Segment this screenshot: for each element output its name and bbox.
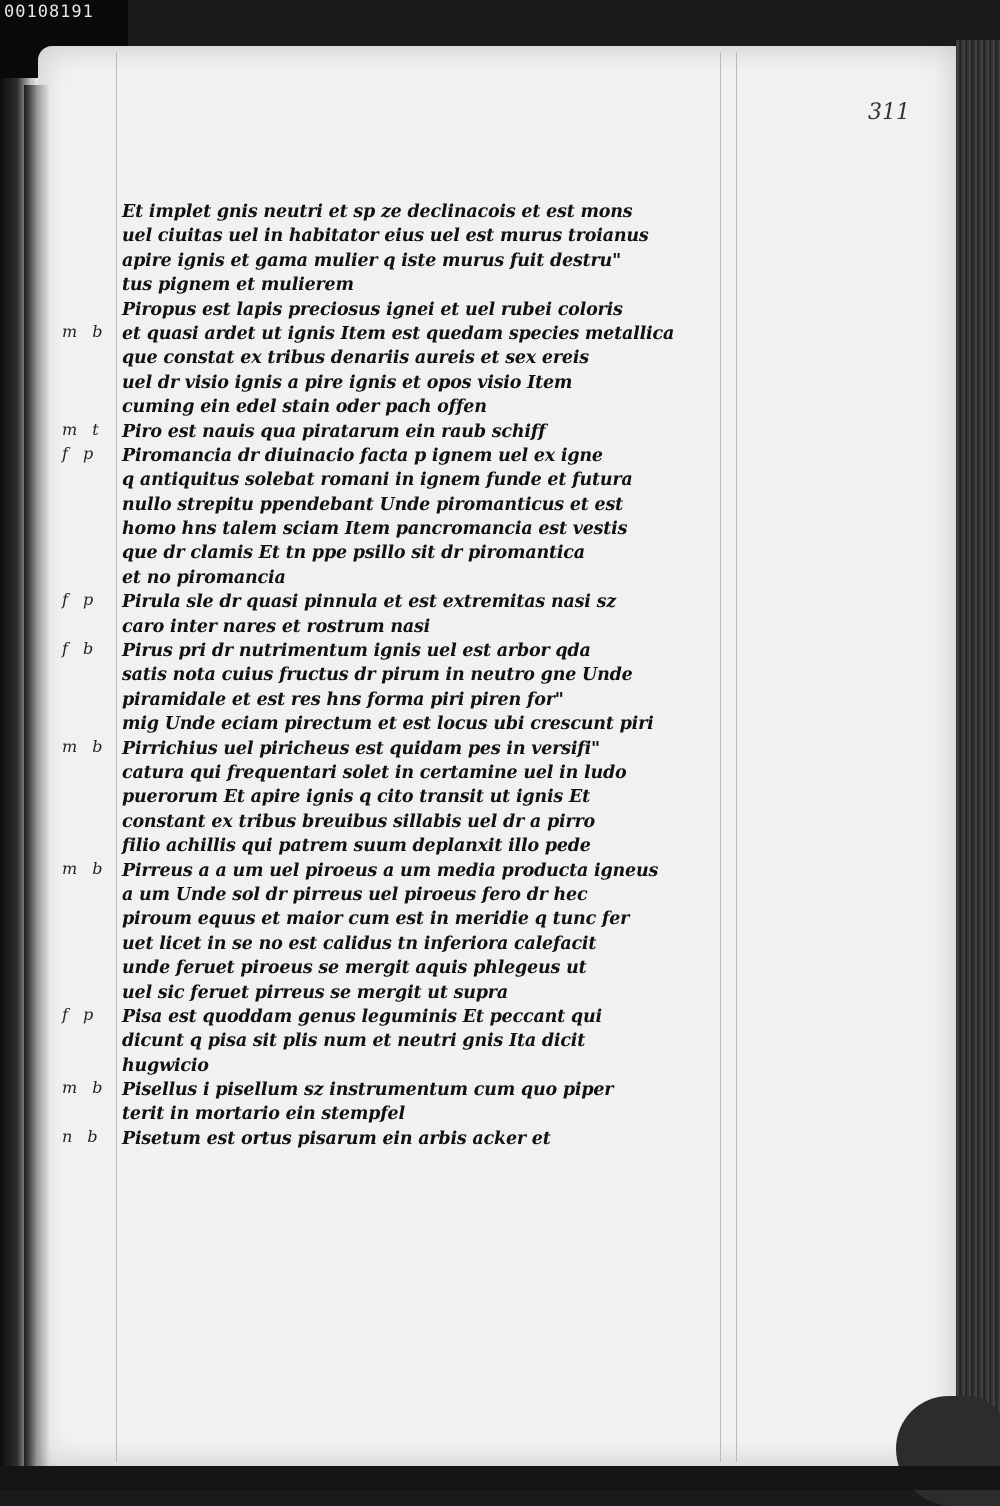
manuscript-text: Et implet gnis neutri et sp ze declinaco… bbox=[122, 200, 742, 1151]
margin-mark: f b bbox=[62, 639, 94, 659]
text-line: dicunt q pisa sit plis num et neutri gni… bbox=[122, 1031, 586, 1052]
text-line: que dr clamis Et tn ppe psillo sit dr pi… bbox=[122, 543, 585, 564]
margin-mark: n b bbox=[62, 1127, 98, 1147]
page-edges bbox=[956, 40, 1000, 1490]
text-line: nullo strepitu ppendebant Unde piromanti… bbox=[122, 494, 623, 515]
text-line: Pirrichius uel piricheus est quidam pes … bbox=[122, 738, 600, 759]
text-line: Pirula sle dr quasi pinnula et est extre… bbox=[122, 592, 616, 613]
ruling-line-right bbox=[720, 52, 721, 1462]
margin-mark: f p bbox=[62, 1005, 94, 1025]
text-line: Pisetum est ortus pisarum ein arbis acke… bbox=[122, 1128, 551, 1149]
text-line: Pisa est quoddam genus leguminis Et pecc… bbox=[122, 1006, 602, 1027]
text-line: uel sic feruet pirreus se mergit ut supr… bbox=[122, 982, 508, 1003]
text-line: unde feruet piroeus se mergit aquis phle… bbox=[122, 958, 587, 979]
text-line: homo hns talem sciam Item pancromancia e… bbox=[122, 519, 628, 540]
text-line: satis nota cuius fructus dr pirum in neu… bbox=[122, 665, 633, 686]
text-line: filio achillis qui patrem suum deplanxit… bbox=[122, 836, 591, 857]
margin-mark: f p bbox=[62, 444, 94, 463]
text-line: terit in mortario ein stempfel bbox=[122, 1104, 405, 1125]
text-line: et no piromancia bbox=[122, 567, 286, 588]
gutter-shadow bbox=[24, 85, 50, 1485]
text-line: constant ex tribus breuibus sillabis uel… bbox=[122, 811, 595, 832]
margin-mark: m b bbox=[62, 1078, 103, 1098]
text-line: uet licet in se no est calidus tn inferi… bbox=[122, 933, 597, 954]
manuscript-page bbox=[38, 46, 956, 1466]
text-line: caro inter nares et rostrum nasi bbox=[122, 616, 431, 637]
text-line: Et implet gnis neutri et sp ze declinaco… bbox=[122, 202, 633, 222]
margin-mark: m t bbox=[62, 419, 99, 439]
margin-mark: m b bbox=[62, 322, 103, 341]
text-line: cuming ein edel stain oder pach offen bbox=[122, 397, 487, 418]
text-line: a um Unde sol dr pirreus uel piroeus fer… bbox=[122, 884, 588, 905]
text-line: Pirus pri dr nutrimentum ignis uel est a… bbox=[122, 641, 591, 662]
text-line: tus pignem et mulierem bbox=[122, 275, 354, 296]
text-line: puerorum Et apire ignis q cito transit u… bbox=[122, 787, 590, 808]
text-line: que constat ex tribus denariis aureis et… bbox=[122, 348, 589, 369]
ruling-line-right-outer bbox=[736, 52, 737, 1462]
text-line: Piro est nauis qua piratarum ein raub sc… bbox=[122, 421, 546, 442]
text-line: et quasi ardet ut ignis Item est quedam … bbox=[122, 323, 675, 344]
ruling-line-left bbox=[116, 52, 117, 1462]
text-line: Pisellus i pisellum sz instrumentum cum … bbox=[122, 1080, 614, 1101]
margin-mark: m b bbox=[62, 858, 103, 878]
text-line: piroum equus et maior cum est in meridie… bbox=[122, 909, 630, 930]
text-line: catura qui frequentari solet in certamin… bbox=[122, 762, 627, 783]
text-line: Piromancia dr diuinacio facta p ignem ue… bbox=[122, 445, 603, 466]
text-line: Piropus est lapis preciosus ignei et uel… bbox=[122, 299, 623, 320]
text-line: uel ciuitas uel in habitator eius uel es… bbox=[122, 226, 649, 247]
text-line: Pirreus a a um uel piroeus a um media pr… bbox=[122, 860, 659, 881]
scan-label-text: 00108191 bbox=[4, 2, 94, 22]
text-line: hugwicio bbox=[122, 1055, 209, 1076]
text-line: q antiquitus solebat romani in ignem fun… bbox=[122, 470, 633, 491]
bottom-band bbox=[0, 1466, 1000, 1490]
margin-mark: f p bbox=[62, 590, 94, 610]
folio-number: 311 bbox=[868, 100, 910, 125]
text-line: uel dr visio ignis a pire ignis et opos … bbox=[122, 372, 573, 393]
text-line: piramidale et est res hns forma piri pir… bbox=[122, 689, 564, 710]
text-line: apire ignis et gama mulier q iste murus … bbox=[122, 250, 621, 271]
margin-mark: m b bbox=[62, 736, 103, 756]
text-line: mig Unde eciam pirectum et est locus ubi… bbox=[122, 714, 654, 735]
